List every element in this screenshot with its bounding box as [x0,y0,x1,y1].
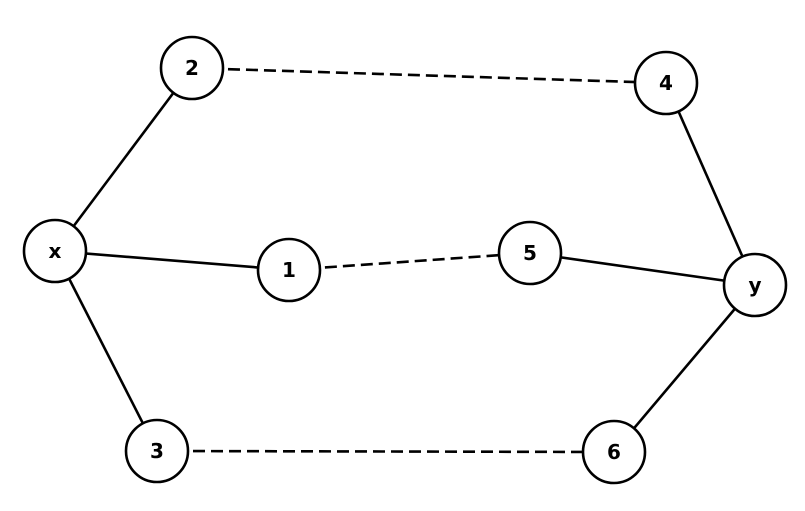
node-circle-5 [497,220,563,286]
node-circle-4 [633,50,699,116]
node-circle-3 [124,418,190,484]
node-label-4: 4 [659,71,673,95]
node-3: 3 [124,418,190,484]
edge-x-2 [53,67,194,252]
edge-5-y [529,251,756,287]
node-1: 1 [256,237,322,303]
node-4: 4 [633,50,699,116]
node-label-y: y [748,273,761,297]
nodes-layer: x 1 2 3 4 5 6 y [22,35,788,485]
edge-x-1 [54,249,290,272]
node-circle-x [22,218,88,284]
node-2: 2 [159,35,225,101]
edge-4-y [664,82,757,286]
edge-6-y [613,284,756,453]
node-circle-2 [159,35,225,101]
node-circle-y [722,252,788,318]
node-5: 5 [497,220,563,286]
node-circle-1 [256,237,322,303]
node-label-3: 3 [150,439,164,463]
node-x: x [22,218,88,284]
node-label-6: 6 [607,440,621,464]
edge-3-6 [156,449,615,454]
edges-layer [53,66,757,454]
edge-x-3 [53,250,159,452]
node-label-x: x [49,239,62,263]
edge-1-5 [288,251,531,272]
node-label-5: 5 [523,241,537,265]
node-6: 6 [581,419,647,485]
node-label-1: 1 [282,258,296,282]
node-label-2: 2 [185,56,199,80]
node-circle-6 [581,419,647,485]
edge-2-4 [191,66,667,85]
node-y: y [722,252,788,318]
